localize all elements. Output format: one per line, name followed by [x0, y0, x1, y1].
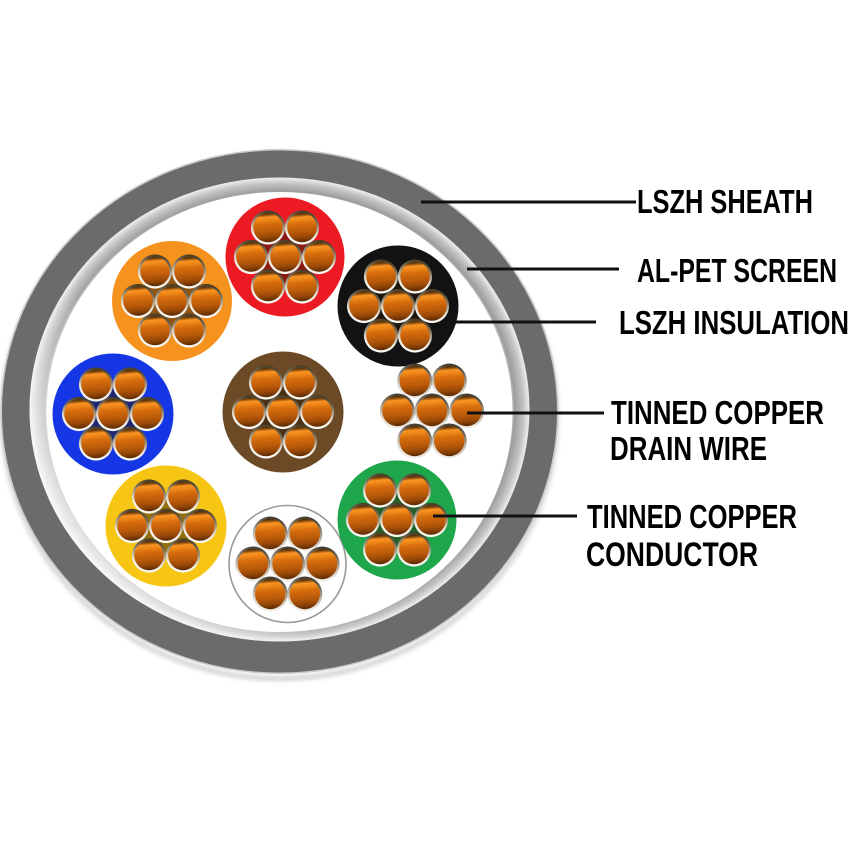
- svg-text:AL-PET SCREEN: AL-PET SCREEN: [637, 252, 837, 289]
- svg-text:TINNED COPPER: TINNED COPPER: [587, 498, 797, 535]
- svg-text:DRAIN WIRE: DRAIN WIRE: [610, 430, 767, 467]
- svg-text:CONDUCTOR: CONDUCTOR: [586, 536, 758, 574]
- svg-text:LSZH SHEATH: LSZH SHEATH: [637, 183, 813, 220]
- svg-text:LSZH INSULATION: LSZH INSULATION: [619, 304, 849, 341]
- svg-text:TINNED COPPER: TINNED COPPER: [611, 394, 824, 431]
